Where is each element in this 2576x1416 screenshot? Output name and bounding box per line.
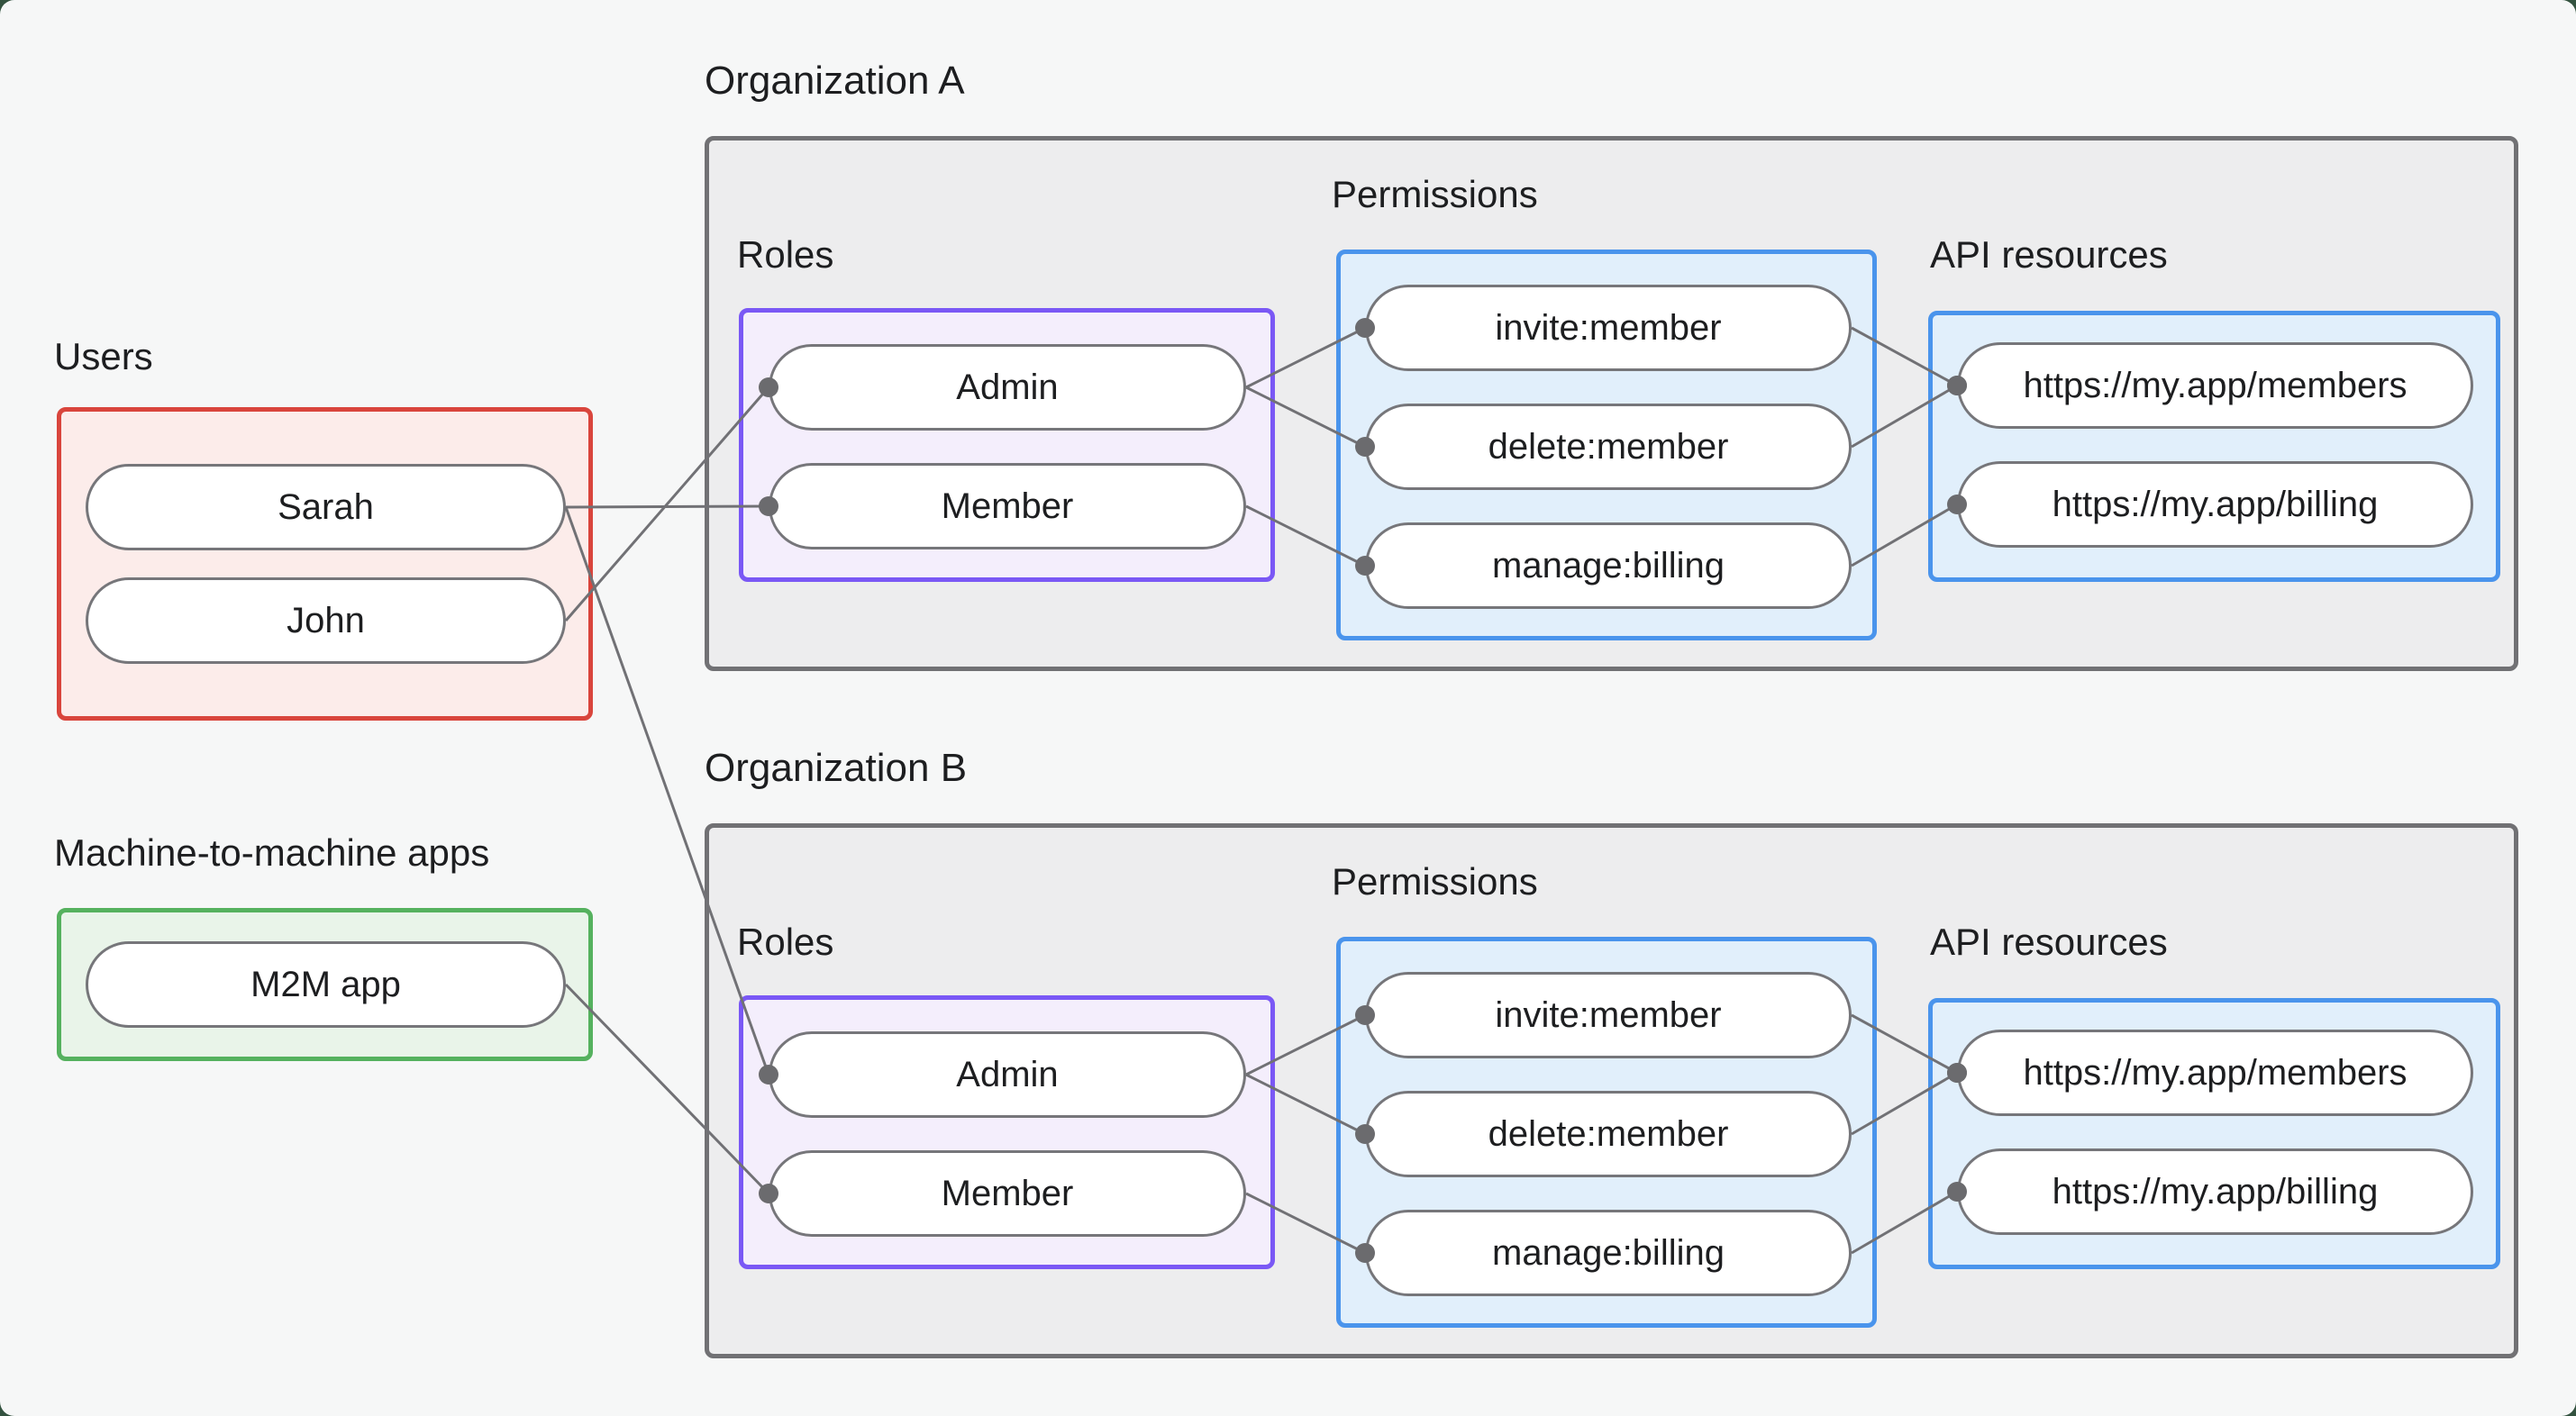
org-b-role-member: Member (769, 1150, 1246, 1237)
user-node-sarah: Sarah (86, 464, 566, 550)
org-a-roles-label: Roles (737, 233, 834, 276)
org-a-permission-delete-member: delete:member (1365, 404, 1852, 490)
org-a-permission-invite-member: invite:member (1365, 285, 1852, 371)
users-group-box (57, 407, 593, 721)
org-a-api-billing: https://my.app/billing (1957, 461, 2473, 548)
org-b-api-billing: https://my.app/billing (1957, 1148, 2473, 1235)
m2m-group-label: Machine-to-machine apps (54, 831, 490, 874)
org-b-permission-invite-member: invite:member (1365, 972, 1852, 1058)
org-b-api-members: https://my.app/members (1957, 1030, 2473, 1116)
org-b-permission-delete-member: delete:member (1365, 1091, 1852, 1177)
org-b-permissions-label: Permissions (1332, 860, 1538, 903)
org-a-permission-manage-billing: manage:billing (1365, 522, 1852, 609)
org-a-role-member: Member (769, 463, 1246, 549)
org-b-api-resources-label: API resources (1930, 921, 2168, 963)
org-a-role-admin: Admin (769, 344, 1246, 431)
org-b-permission-manage-billing: manage:billing (1365, 1210, 1852, 1296)
org-a-permissions-label: Permissions (1332, 173, 1538, 215)
org-b-roles-label: Roles (737, 921, 834, 963)
m2m-app-node: M2M app (86, 941, 566, 1028)
user-node-john: John (86, 577, 566, 664)
org-a-api-members: https://my.app/members (1957, 342, 2473, 429)
users-group-label: Users (54, 335, 153, 377)
org-a-api-resources-label: API resources (1930, 233, 2168, 276)
org-b-title: Organization B (705, 746, 968, 790)
org-b-role-admin: Admin (769, 1031, 1246, 1118)
org-a-title: Organization A (705, 59, 965, 103)
